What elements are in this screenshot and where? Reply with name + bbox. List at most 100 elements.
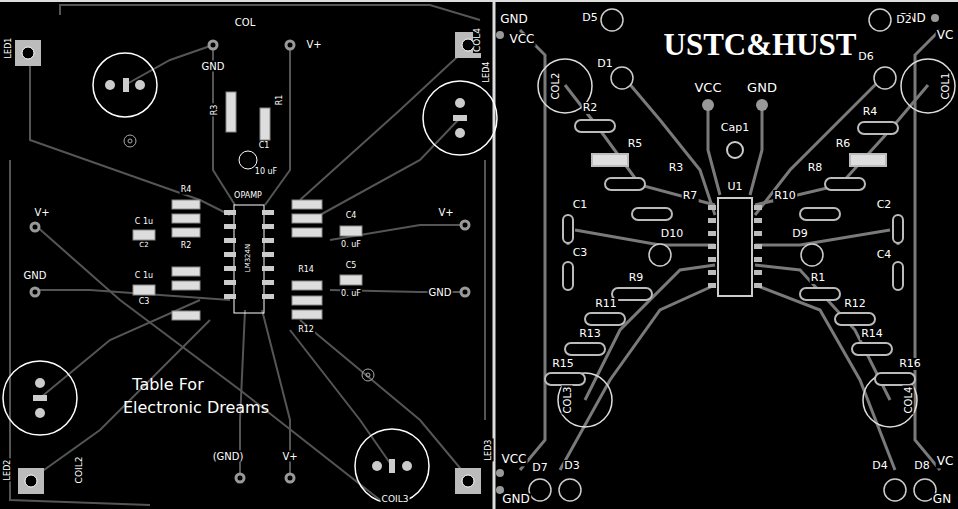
silkscreen-label: D8 (913, 460, 930, 472)
capacitor-pad (563, 262, 573, 290)
led-pad (18, 468, 44, 494)
resistor-pad (850, 154, 886, 166)
trace (755, 265, 890, 400)
silkscreen-label: C 1u (134, 272, 154, 281)
pad (209, 41, 217, 49)
silkscreen-label: R13 (578, 328, 602, 340)
silkscreen-label: COL4 (473, 27, 483, 53)
pad (455, 128, 465, 138)
pin (224, 252, 236, 257)
silkscreen-label: C2 (138, 242, 149, 250)
pin (224, 266, 236, 271)
led-outline (869, 9, 891, 31)
silkscreen-label: D2 (895, 14, 912, 26)
silkscreen-label: R10 (773, 190, 797, 202)
silkscreen-label: D10 (660, 228, 684, 240)
silkscreen-label: C 1u (134, 218, 154, 227)
pin (708, 244, 716, 249)
silkscreen-label: R14 (860, 328, 884, 340)
pin (754, 283, 762, 288)
resistor-footprints (133, 92, 362, 320)
pin (262, 224, 274, 229)
pin (708, 270, 716, 275)
resistor-symbol (292, 214, 322, 223)
pad (135, 80, 145, 90)
trace (575, 230, 715, 245)
capacitor-outline (93, 53, 157, 117)
silkscreen-label: C5 (345, 262, 358, 271)
silkscreen-label: R14 (297, 266, 315, 275)
trace (755, 75, 885, 215)
power-pads (496, 14, 939, 494)
capacitor-outline (239, 151, 257, 169)
silkscreen-label: COL (234, 17, 256, 28)
pad (453, 115, 467, 121)
via (366, 373, 370, 377)
resistor-symbol (292, 200, 322, 209)
resistor-symbol (172, 214, 200, 223)
pad (389, 459, 395, 473)
silkscreen-label: C1 (258, 142, 271, 151)
silkscreen-label: D3 (563, 460, 580, 472)
silkscreen-label: D6 (857, 51, 874, 63)
resistor-symbol (172, 228, 200, 237)
capacitor-symbol (133, 285, 155, 295)
capacitor-outlines (3, 53, 497, 503)
silkscreen-label: COL3 (562, 386, 573, 415)
resistor-pads (545, 120, 915, 385)
pad (286, 474, 294, 482)
resistor-symbol (172, 200, 200, 209)
pad (31, 223, 39, 231)
trace (10, 160, 150, 505)
silkscreen-label: R3 (668, 162, 685, 174)
silkscreen-label: GND (501, 493, 531, 506)
frame-line (0, 0, 958, 2)
pad (461, 288, 469, 296)
copper-traces (520, 30, 940, 470)
silkscreen-label: R4 (862, 106, 879, 118)
capacitor-symbol (340, 226, 362, 236)
led-pad (455, 468, 481, 494)
pin (262, 280, 274, 285)
resistor-pad (565, 343, 605, 355)
silkscreen-label: R16 (898, 358, 922, 370)
silkscreen-label: D9 (791, 228, 808, 240)
silkscreen-label: C4 (345, 212, 358, 221)
silkscreen-label: D5 (581, 12, 598, 24)
silkscreen-label: COIL2 (75, 456, 85, 485)
trace (750, 105, 762, 195)
resistor-pad (858, 122, 898, 134)
resistor-symbol (292, 228, 322, 237)
trace (585, 265, 715, 400)
trace (35, 225, 380, 500)
capacitor-outline (423, 81, 497, 155)
silkscreen-label: LED4 (483, 61, 492, 84)
silkscreen-label: R3 (211, 104, 220, 117)
silkscreen-label: VCC (509, 33, 536, 46)
silkscreen-label: COL1 (940, 72, 951, 101)
pin (754, 270, 762, 275)
silkscreen-label: LED3 (485, 439, 494, 462)
silkscreen-label: R1 (810, 272, 827, 284)
trace (565, 85, 715, 205)
capacitor-symbol (340, 275, 362, 285)
led-outline (884, 479, 906, 501)
resistor-pad (575, 120, 615, 132)
via (124, 135, 136, 147)
trace (708, 105, 720, 195)
silkscreen-label: R2 (582, 102, 599, 114)
silkscreen-label: V+ (437, 207, 454, 218)
resistor-pad (800, 208, 840, 220)
led-hole (22, 47, 34, 59)
silkscreen-label: C1 (572, 199, 589, 211)
pad (496, 31, 504, 39)
resistor-pad (835, 313, 875, 325)
silkscreen-label: U1 (726, 181, 743, 193)
pin (708, 205, 716, 210)
silkscreen-label: GND (201, 61, 226, 72)
pad (756, 99, 768, 111)
pad (372, 461, 382, 471)
silkscreen-label: (GND) (212, 451, 245, 462)
